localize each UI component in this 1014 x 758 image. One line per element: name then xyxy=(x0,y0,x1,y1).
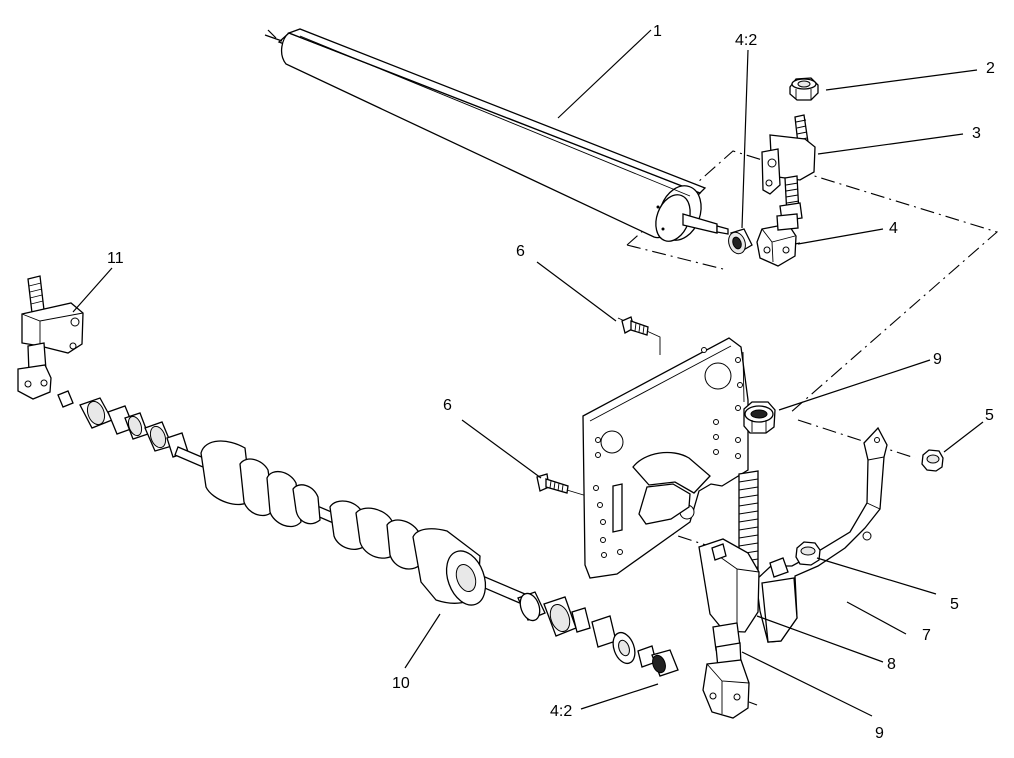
callout-5-lower: 5 xyxy=(950,596,959,613)
leader-lines xyxy=(72,29,984,717)
callout-1: 1 xyxy=(653,23,662,40)
callout-4-2-lower: 4:2 xyxy=(550,703,572,720)
callout-11: 11 xyxy=(107,250,124,267)
swivel-part-9-lower xyxy=(702,622,758,719)
callout-10: 10 xyxy=(392,675,410,692)
screw-part-6-top xyxy=(621,316,649,336)
callout-2: 2 xyxy=(986,60,995,77)
nut-part-5-right xyxy=(921,449,944,472)
swivel-part-4 xyxy=(756,213,801,267)
shaft-assembly-part-10 xyxy=(57,390,679,677)
callout-6-top: 6 xyxy=(516,243,525,260)
bracket-part-7 xyxy=(755,426,888,643)
callout-3: 3 xyxy=(972,125,981,142)
bushing-part-4-2-top xyxy=(728,228,753,255)
callout-4-2-top: 4:2 xyxy=(735,32,757,49)
adjuster-part-8 xyxy=(698,470,760,633)
nut-part-9-top xyxy=(743,401,776,434)
callout-9-top: 9 xyxy=(933,351,942,368)
callout-labels: 1 4:2 2 3 4 6 11 9 6 5 5 7 8 10 4:2 9 xyxy=(107,23,995,742)
callout-6-lower: 6 xyxy=(443,397,452,414)
roller-part-1 xyxy=(264,28,729,242)
bracket-part-3 xyxy=(761,114,816,222)
bracket-part-11 xyxy=(17,275,84,400)
callout-9-lower: 9 xyxy=(875,725,884,742)
callout-5-right: 5 xyxy=(985,407,994,424)
nut-part-5-lower xyxy=(795,541,821,566)
callout-7: 7 xyxy=(922,627,931,644)
mounting-plate xyxy=(582,337,749,579)
screw-part-6-lower xyxy=(536,473,569,494)
plate-holes xyxy=(593,347,743,558)
callout-4: 4 xyxy=(889,220,898,237)
nut-part-2 xyxy=(789,77,819,101)
callout-8: 8 xyxy=(887,656,896,673)
